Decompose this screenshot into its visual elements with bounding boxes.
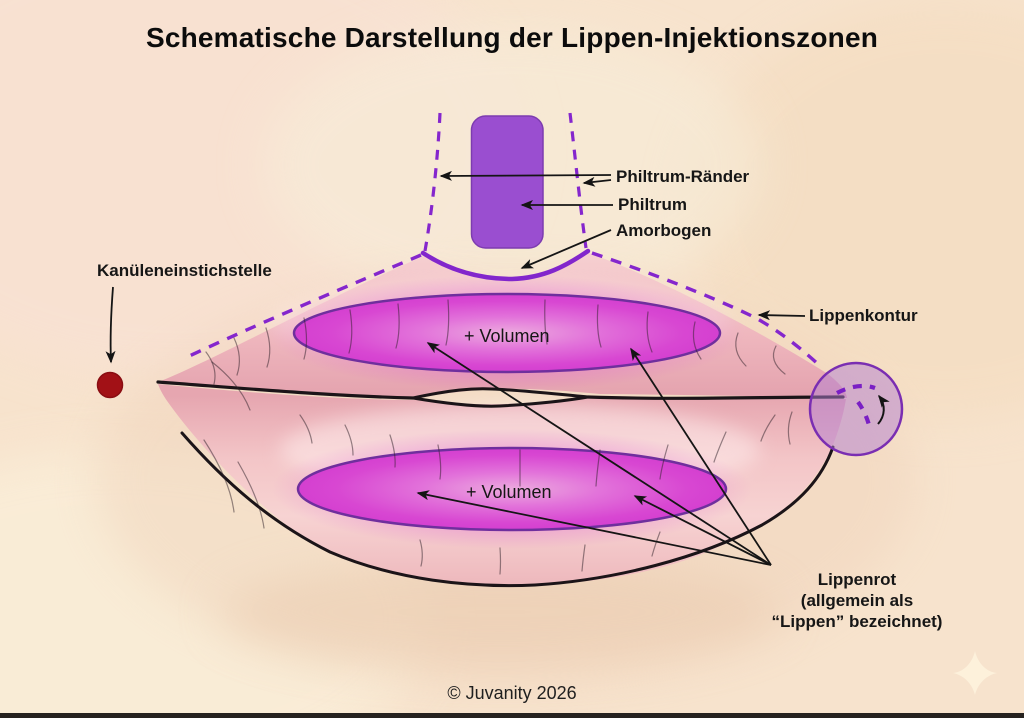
upper-injection-zone <box>292 292 722 374</box>
arrow-lippenrot-4 <box>633 495 772 566</box>
philtrum-markings <box>184 112 822 368</box>
lower-lip-outline <box>180 431 835 588</box>
lip-texture-lines <box>203 299 793 575</box>
label-volumen-upper: + Volumen <box>464 326 550 346</box>
label-philtrum-raender: Philtrum-Ränder <box>616 167 750 186</box>
copyright-text: © Juvanity 2026 <box>447 683 577 703</box>
label-lippenrot-line2: (allgemein als <box>800 591 914 610</box>
label-lippenrot-line1: Lippenrot <box>817 570 897 589</box>
label-lippenrot: Lippenrot (allgemein als “Lippen” bezeic… <box>742 569 972 632</box>
cupids-bow-line <box>420 248 591 282</box>
corner-rotation-arrow <box>877 394 890 425</box>
injection-site-dot <box>96 371 124 399</box>
arrow-kanuele <box>105 286 116 364</box>
label-volumen-lower: + Volumen <box>466 482 552 502</box>
lip-outlines <box>156 380 845 588</box>
corner-dashed-contour <box>856 400 873 430</box>
mouth-line <box>156 380 415 400</box>
lower-injection-zone <box>296 446 728 532</box>
lip-contour-dashed-left <box>184 253 422 360</box>
arrow-lippenrot-1 <box>426 342 772 566</box>
label-kanueleneinstichstelle: Kanüleneinstichstelle <box>97 261 272 280</box>
arrow-philtrum-raender-left <box>439 170 612 181</box>
label-amorbogen: Amorbogen <box>616 221 712 240</box>
lip-contour-dashed-right <box>591 251 822 368</box>
annotation-arrows <box>105 170 806 566</box>
label-lippenrot-line3: “Lippen” bezeichnet) <box>771 612 943 631</box>
sparkle-icon <box>953 651 997 695</box>
corner-technique-circle <box>808 361 904 457</box>
label-lippenkontur: Lippenkontur <box>809 306 918 325</box>
arrow-philtrum-raender-right <box>582 176 612 187</box>
philtrum-rect <box>470 115 544 249</box>
page-title: Schematische Darstellung der Lippen-Inje… <box>145 22 879 53</box>
arrow-lippenrot-3 <box>416 490 772 566</box>
corner-dashed-contour <box>836 383 876 395</box>
arrow-lippenrot-2 <box>630 347 772 566</box>
bottom-border <box>0 713 1024 718</box>
injection-zones <box>269 275 752 549</box>
arrow-lippenkontur <box>757 310 806 321</box>
arrow-amorbogen <box>520 229 612 269</box>
label-philtrum: Philtrum <box>618 195 687 214</box>
philtrum-border-dashed-right <box>568 112 588 249</box>
